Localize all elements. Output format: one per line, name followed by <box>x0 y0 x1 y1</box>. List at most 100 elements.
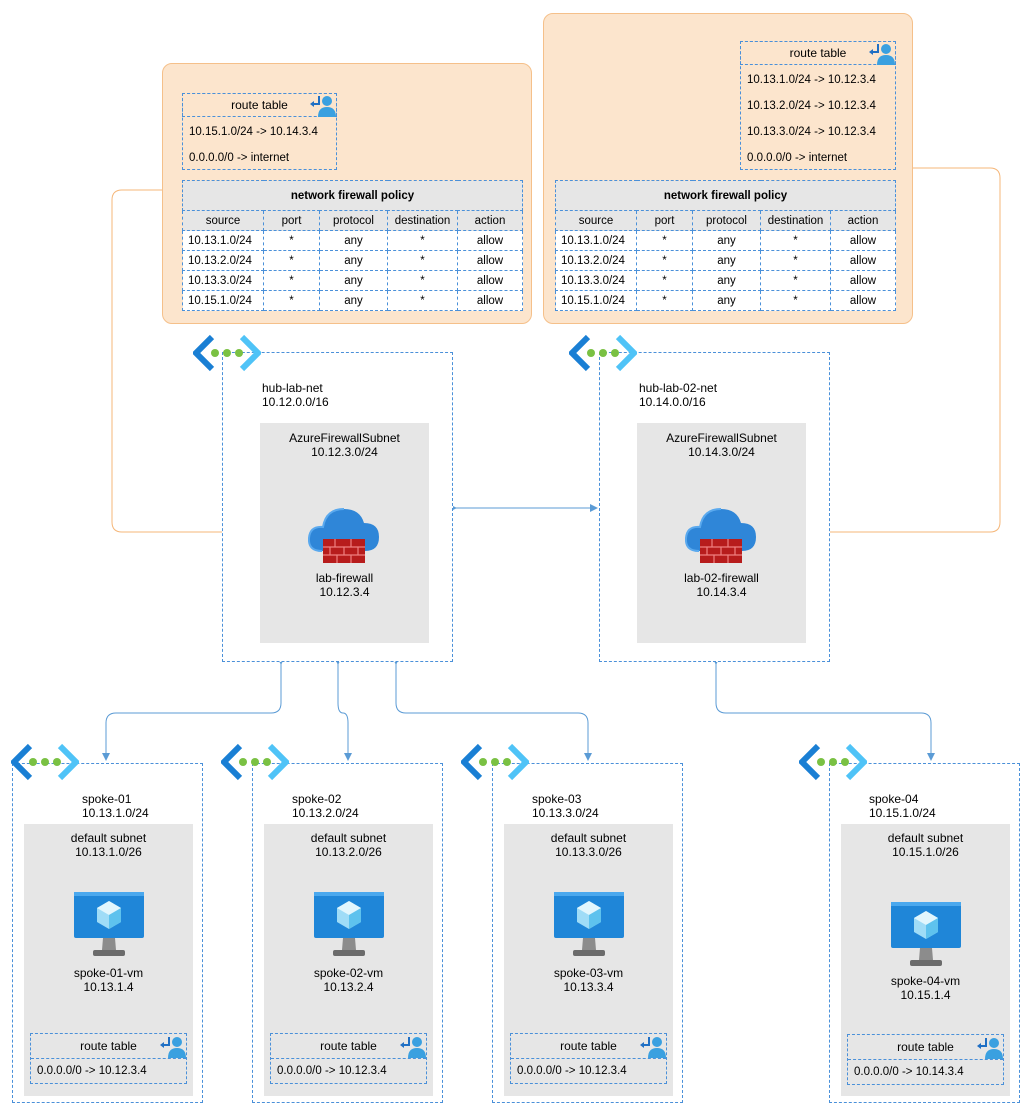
hub-cidr: 10.12.0.0/16 <box>262 395 329 409</box>
cell: * <box>263 250 320 271</box>
cell: 10.13.1.0/24 <box>555 230 637 251</box>
cell: * <box>263 270 320 291</box>
cell: allow <box>457 270 523 291</box>
cell: any <box>319 230 388 251</box>
col-destination: destination <box>387 210 458 231</box>
peering-spoke-04 <box>712 657 935 761</box>
route-table: route table 0.0.0.0/0 -> 10.14.3.4 <box>847 1034 1004 1085</box>
peering-spoke-01 <box>102 657 285 761</box>
spoke-vnet-02: spoke-02 10.13.2.0/24 default subnet 10.… <box>252 763 443 1103</box>
hub-name: hub-lab-net <box>262 381 323 395</box>
hub-name: hub-lab-02-net <box>639 381 718 395</box>
cell: any <box>692 230 761 251</box>
cell: 10.13.3.0/24 <box>555 270 637 291</box>
firewall-name: lab-02-firewall <box>684 571 759 585</box>
default-subnet: default subnet 10.13.2.0/26 spoke-02-vm … <box>264 824 433 1096</box>
route-row: 0.0.0.0/0 -> internet <box>189 152 290 164</box>
subnet-name: AzureFirewallSubnet <box>289 431 400 445</box>
col-port: port <box>263 210 320 231</box>
cell: any <box>692 250 761 271</box>
cell: 10.15.1.0/24 <box>555 290 637 311</box>
subnet-cidr: 10.13.2.0/26 <box>315 845 382 859</box>
vm-icon <box>554 892 624 956</box>
cell: * <box>387 270 458 291</box>
hub-cidr: 10.14.0.0/16 <box>639 395 706 409</box>
route-row: 10.13.3.0/24 -> 10.12.3.4 <box>747 126 876 138</box>
vm-ip: 10.13.3.4 <box>563 980 614 994</box>
cell: any <box>319 250 388 271</box>
col-source: source <box>182 210 264 231</box>
vm-ip: 10.13.1.4 <box>83 980 134 994</box>
policy-title: network firewall policy <box>182 180 523 211</box>
subnet-cidr: 10.15.1.0/26 <box>892 845 959 859</box>
cell: 10.13.1.0/24 <box>182 230 264 251</box>
col-port: port <box>636 210 693 231</box>
spoke-vnet-01: spoke-01 10.13.1.0/24 default subnet 10.… <box>12 763 203 1103</box>
route-table-icon <box>977 1038 1003 1059</box>
spoke-cidr: 10.13.1.0/24 <box>82 806 149 820</box>
table-row: 10.13.3.0/24*any*allow <box>182 270 523 291</box>
route-row: 10.13.1.0/24 -> 10.12.3.4 <box>747 74 876 86</box>
route-table: route table 0.0.0.0/0 -> 10.12.3.4 <box>30 1033 187 1084</box>
spoke-name: spoke-03 <box>532 792 582 806</box>
route-row: 0.0.0.0/0 -> 10.14.3.4 <box>854 1066 964 1078</box>
cell: * <box>636 250 693 271</box>
firewall-icon <box>685 508 756 563</box>
cell: allow <box>830 270 896 291</box>
spoke-cidr: 10.13.3.0/24 <box>532 806 599 820</box>
cell: 10.15.1.0/24 <box>182 290 264 311</box>
table-row: 10.15.1.0/24*any*allow <box>182 290 523 311</box>
cell: * <box>387 290 458 311</box>
route-row: 0.0.0.0/0 -> internet <box>747 152 848 164</box>
vm-ip: 10.13.2.4 <box>323 980 374 994</box>
cell: allow <box>830 250 896 271</box>
table-row: 10.13.2.0/24*any*allow <box>182 250 523 271</box>
vnet-icon <box>461 743 529 781</box>
route-row: 0.0.0.0/0 -> 10.12.3.4 <box>277 1065 387 1077</box>
table-row: 10.13.1.0/24*any*allow <box>555 230 896 251</box>
cell: * <box>760 270 831 291</box>
firewall-policy-table-right: network firewall policy source port prot… <box>555 180 896 311</box>
cell: 10.13.2.0/24 <box>555 250 637 271</box>
firewall-ip: 10.14.3.4 <box>696 585 747 599</box>
route-table-title: route table <box>31 1034 186 1059</box>
vm-icon <box>891 902 961 966</box>
vm-name: spoke-01-vm <box>73 966 144 980</box>
route-table-icon <box>400 1037 426 1058</box>
route-row: 0.0.0.0/0 -> 10.12.3.4 <box>37 1065 147 1077</box>
route-table-icon <box>640 1037 666 1058</box>
cell: * <box>387 230 458 251</box>
col-protocol: protocol <box>319 210 388 231</box>
subnet-name: AzureFirewallSubnet <box>666 431 777 445</box>
cell: * <box>636 270 693 291</box>
route-table: route table 0.0.0.0/0 -> 10.12.3.4 <box>270 1033 427 1084</box>
vm-ip: 10.15.1.4 <box>900 988 951 1002</box>
firewall-policy-table-left: network firewall policy source port prot… <box>182 180 523 311</box>
spoke-cidr: 10.13.2.0/24 <box>292 806 359 820</box>
cell: allow <box>830 290 896 311</box>
cell: * <box>760 290 831 311</box>
subnet-name: default subnet <box>887 831 964 845</box>
subnet-cidr: 10.13.1.0/26 <box>75 845 142 859</box>
col-action: action <box>457 210 523 231</box>
vnet-icon <box>11 743 79 781</box>
table-row: 10.15.1.0/24*any*allow <box>555 290 896 311</box>
table-row: 10.13.1.0/24*any*allow <box>182 230 523 251</box>
route-row: 10.15.1.0/24 -> 10.14.3.4 <box>189 126 318 138</box>
default-subnet: default subnet 10.13.3.0/26 spoke-03-vm … <box>504 824 673 1096</box>
col-protocol: protocol <box>692 210 761 231</box>
route-table-title: route table <box>271 1034 426 1059</box>
subnet-name: default subnet <box>310 831 387 845</box>
vnet-icon <box>569 334 637 372</box>
spoke-name: spoke-01 <box>82 792 132 806</box>
cell: * <box>760 250 831 271</box>
firewall-ip: 10.12.3.4 <box>319 585 370 599</box>
vm-name: spoke-03-vm <box>553 966 624 980</box>
cell: any <box>319 270 388 291</box>
hub-vnet-lab-02: hub-lab-02-net 10.14.0.0/16 AzureFirewal… <box>599 352 830 662</box>
vm-name: spoke-04-vm <box>890 974 961 988</box>
spoke-cidr: 10.15.1.0/24 <box>869 806 936 820</box>
col-source: source <box>555 210 637 231</box>
route-table-icon <box>160 1037 186 1058</box>
route-table-right: route table 10.13.1.0/24 -> 10.12.3.4 10… <box>740 41 896 170</box>
